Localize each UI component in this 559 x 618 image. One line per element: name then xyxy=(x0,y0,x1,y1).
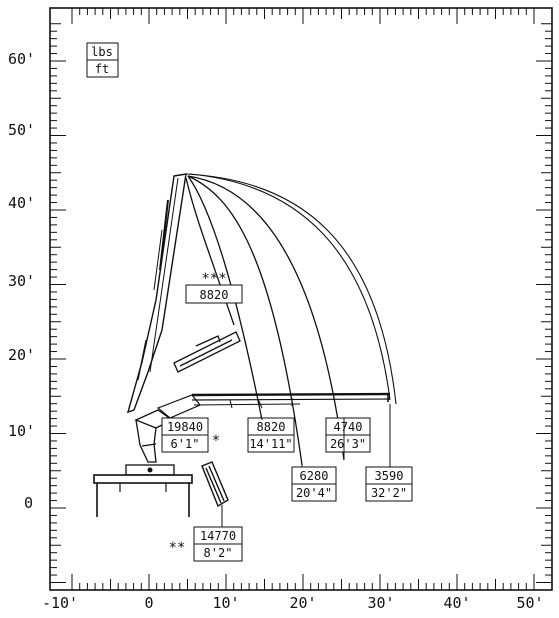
axis-ticks xyxy=(50,8,552,590)
top-load-box: *** 8820 xyxy=(185,271,243,304)
inclined-boom xyxy=(173,331,241,373)
x-tick-label: 10' xyxy=(212,594,239,612)
y-tick-label: 30' xyxy=(8,272,35,290)
load-curve-4 xyxy=(187,175,345,461)
load-curve-outer xyxy=(185,173,397,405)
load-box-4: 6280 20'4" xyxy=(291,466,337,502)
load-curve-1 xyxy=(185,177,235,326)
load-box-frame xyxy=(365,483,413,502)
x-tick-label: 20' xyxy=(289,594,316,612)
load-box-6: 14770 8'2" ** xyxy=(169,526,243,562)
reach-value: 20'4" xyxy=(296,486,332,500)
load-box-3: 4740 26'3" xyxy=(325,417,371,453)
reach-value: 14'11" xyxy=(249,437,292,451)
load-box-star: ** xyxy=(169,540,186,556)
load-value: 4740 xyxy=(334,420,363,434)
reach-value: 8'2" xyxy=(204,546,233,560)
reach-value: 32'2" xyxy=(371,486,407,500)
load-value: 8820 xyxy=(257,420,286,434)
units-box-bottom xyxy=(86,59,119,78)
vertical-boom xyxy=(126,173,187,414)
load-box-2: 8820 14'11" xyxy=(247,417,295,453)
x-tick-label: 40' xyxy=(443,594,470,612)
load-value: 19840 xyxy=(167,420,203,434)
y-tick-label: 60' xyxy=(8,50,35,68)
unit-load: lbs xyxy=(91,45,113,59)
x-tick-label: 30' xyxy=(367,594,394,612)
load-box-frame xyxy=(161,434,209,453)
load-box-frame xyxy=(247,434,295,453)
top-box-stars: *** xyxy=(201,271,226,287)
top-box-load: 8820 xyxy=(200,288,229,302)
load-box-frame xyxy=(193,543,243,562)
load-curve-2 xyxy=(187,175,263,421)
load-box-frame xyxy=(325,434,371,453)
load-box-5: 3590 32'2" xyxy=(365,466,413,502)
load-box-1: 19840 6'1" * xyxy=(161,417,220,453)
plot-frame xyxy=(49,7,553,591)
y-tick-label: 50' xyxy=(8,121,35,139)
reach-value: 6'1" xyxy=(171,437,200,451)
y-tick-label: 20' xyxy=(8,346,35,364)
y-tick-label: 40' xyxy=(8,194,35,212)
y-tick-label: 0 xyxy=(24,494,33,512)
x-tick-label: -10' xyxy=(42,594,78,612)
leader-lines xyxy=(221,404,391,527)
folded-boom xyxy=(201,461,229,508)
load-box-frame xyxy=(291,483,337,502)
load-curve-3 xyxy=(187,175,303,466)
unit-distance: ft xyxy=(95,62,109,76)
load-curves xyxy=(185,173,397,466)
x-tick-label: 50' xyxy=(516,594,543,612)
x-tick-labels: -10' 0 10' 20' 30' 40' 50' xyxy=(42,594,544,612)
reach-value: 26'3" xyxy=(330,437,366,451)
load-value: 14770 xyxy=(200,529,236,543)
units-legend: lbs ft xyxy=(86,42,119,78)
crane-base xyxy=(93,464,193,517)
y-tick-label: 10' xyxy=(8,422,35,440)
y-tick-labels: 60' 50' 40' 30' 20' 10' 0 xyxy=(8,50,35,512)
load-value: 3590 xyxy=(375,469,404,483)
load-box-star: * xyxy=(212,433,220,449)
load-value: 6280 xyxy=(300,469,329,483)
x-tick-label: 0 xyxy=(144,594,153,612)
horizontal-boom xyxy=(156,392,391,419)
load-curve-outer-2 xyxy=(189,173,391,401)
